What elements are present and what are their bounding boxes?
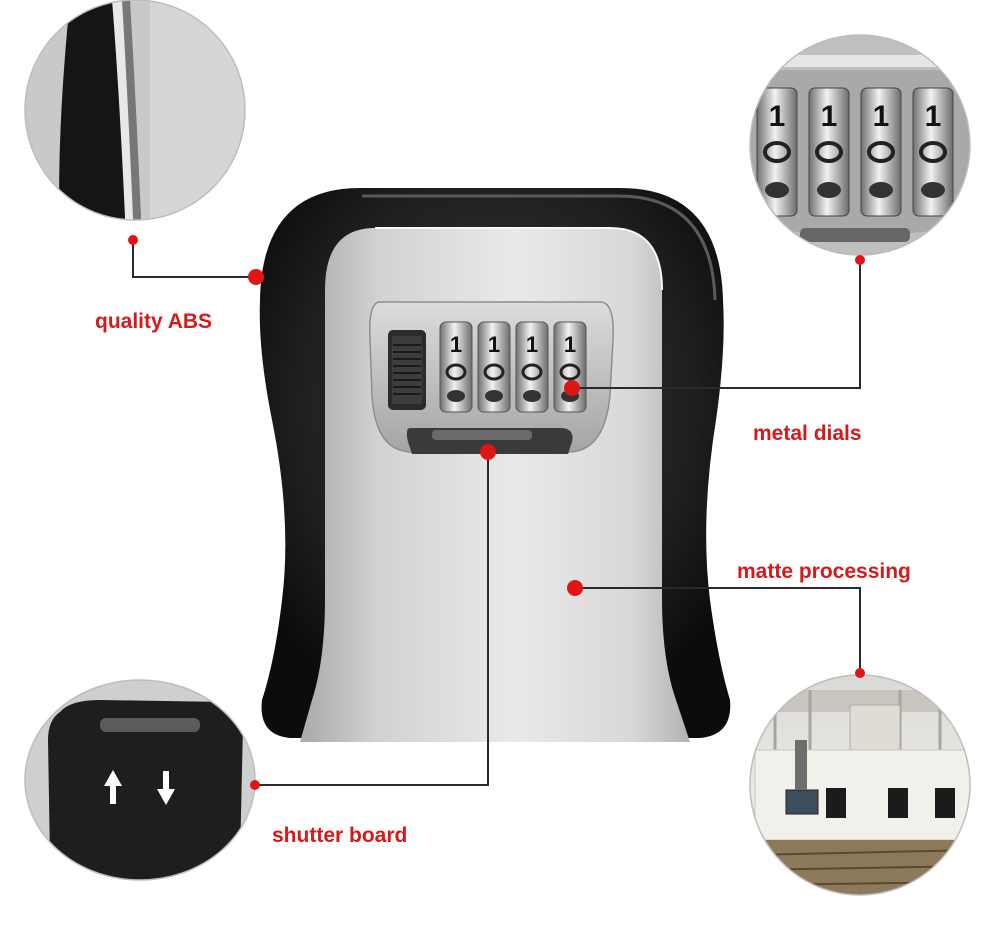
callout-quality-abs: quality ABS [95,310,213,333]
leader-matte [575,587,861,673]
inset-dial-digit: 1 [821,100,838,133]
dot-dials-inset [855,255,865,265]
inset-dials-closeup: 1 1 1 1 [749,34,971,256]
dot-abs-inset [128,235,138,245]
inset-frame-closeup [24,0,246,221]
callout-dots [128,235,865,790]
dial-digit: 1 [488,332,500,357]
inset-shutter-closeup [24,679,256,881]
inset-dial-digit: 1 [925,100,942,133]
dot-shutter-inset [250,780,260,790]
inset-factory-photo [749,674,971,896]
dot-dials [564,380,580,396]
switch-ridges [393,344,421,395]
leader-abs [132,240,256,278]
callout-shutter-board: shutter board [272,824,408,847]
lock-box: 1 1 1 1 [259,188,731,742]
leader-shutter [255,452,489,786]
dial-4: 1 [553,321,587,413]
dot-matte [567,580,583,596]
dot-abs-frame [248,269,264,285]
down-arrow-icon [157,771,175,805]
inset-dial-wheels [756,87,954,217]
slide-switch-ridges [392,336,422,404]
leader-lines [132,240,861,786]
dial-digit: 1 [450,332,462,357]
callout-metal-dials: metal dials [753,422,862,445]
frame-highlight [362,194,717,301]
dial-digit: 1 [526,332,538,357]
shutter-tab-highlight [432,430,532,440]
up-arrow-icon [104,770,122,804]
dial-digit: 1 [564,332,576,357]
dial-2: 1 [477,321,511,413]
inset-dial-digit: 1 [769,100,786,133]
dial-3: 1 [515,321,549,413]
inset-dial-digit: 1 [873,100,890,133]
panel-edge [375,227,663,291]
callout-matte-processing: matte processing [737,560,911,583]
dial-1: 1 [439,321,473,413]
leader-dials [572,260,861,389]
dot-matte-inset [855,668,865,678]
dot-shutter [480,444,496,460]
